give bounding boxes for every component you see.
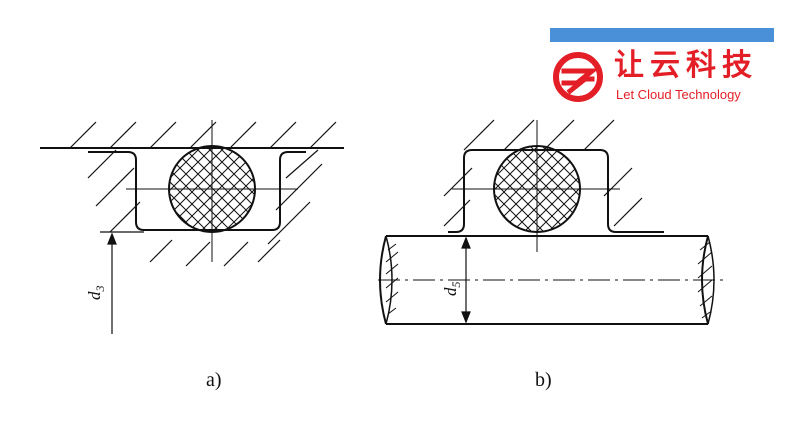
- centerlines-a: [126, 120, 298, 262]
- seal-crosshatch-a: [169, 146, 255, 232]
- brand-name-cn: 让云科技: [614, 48, 758, 83]
- brand-top-bar: [550, 28, 774, 42]
- dimension-label-d3: d3: [85, 286, 107, 301]
- seal-crosshatch-b: [494, 146, 580, 232]
- figure-b-label: b): [535, 369, 552, 391]
- centerlines-b: [452, 120, 620, 252]
- figure-a: d3: [40, 120, 344, 334]
- figure-a-label: a): [206, 369, 222, 391]
- dimension-d3: [100, 231, 144, 334]
- let-cloud-logo-icon: [553, 52, 603, 102]
- figure-b: d5: [378, 119, 728, 325]
- dimension-label-d5: d5: [441, 282, 463, 297]
- shaft-b: [378, 235, 728, 325]
- housing-hatch-b: [443, 119, 643, 227]
- brand-name-en: Let Cloud Technology: [616, 87, 741, 102]
- dimension-d5: [461, 236, 471, 324]
